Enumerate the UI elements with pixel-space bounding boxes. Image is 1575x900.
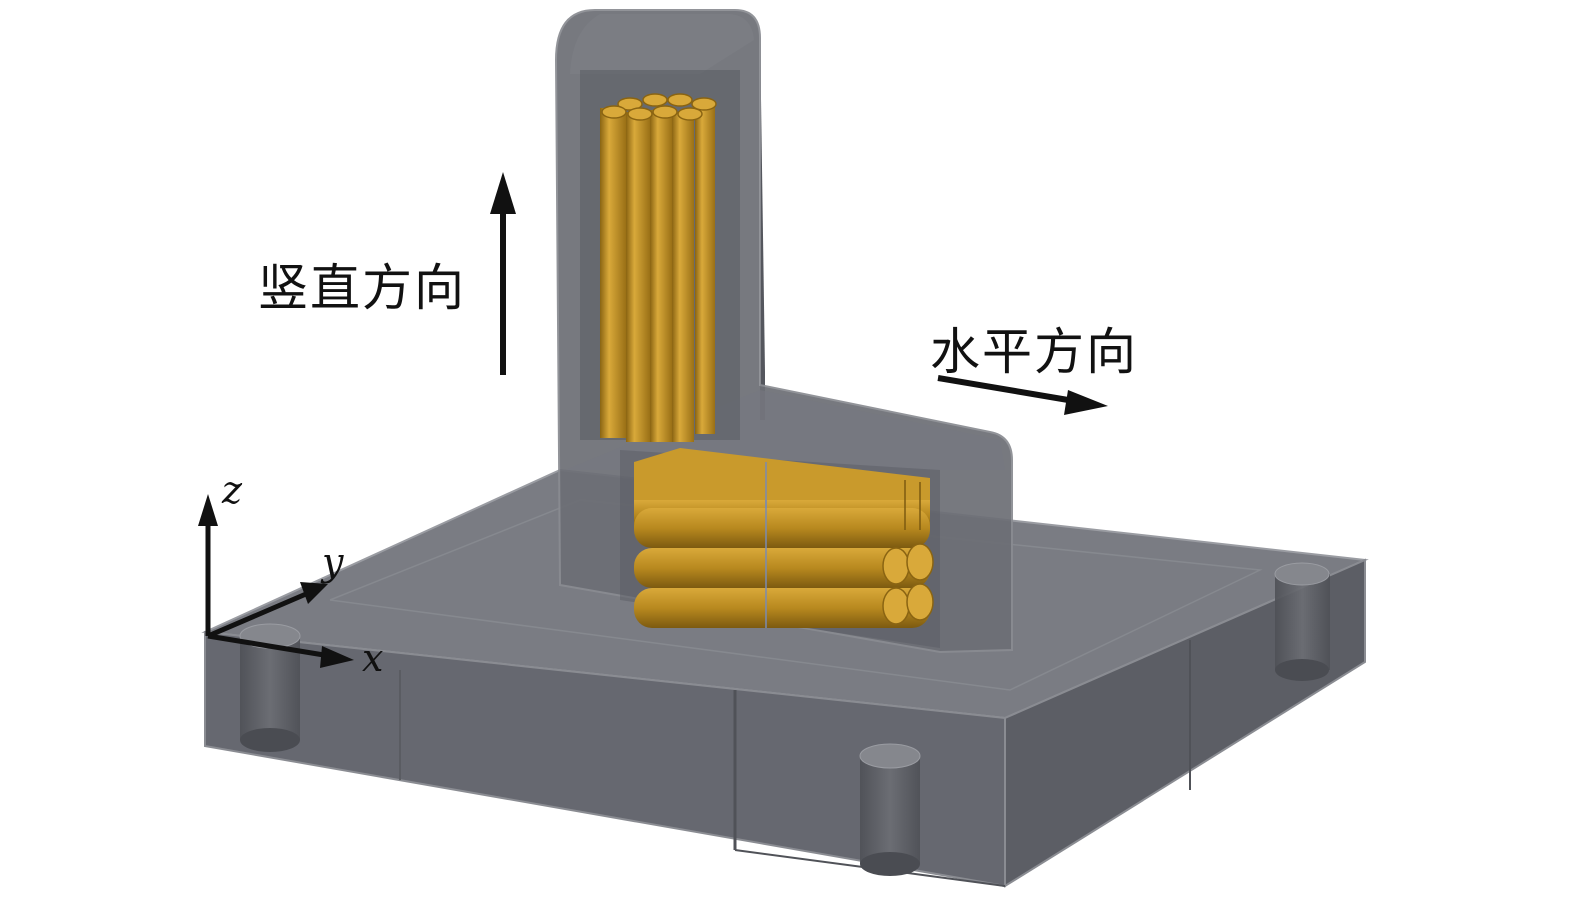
axis-label-y: y <box>322 540 344 584</box>
corner-post-left <box>239 623 301 752</box>
arrow-right-icon <box>937 375 1108 415</box>
horizontal-rod-bundle <box>634 448 934 628</box>
horizontal-rod <box>634 548 930 588</box>
corner-post-front <box>859 743 921 876</box>
axes-icon <box>198 494 354 668</box>
axis-label-z: z <box>222 468 243 512</box>
arrow-up-icon <box>490 172 516 375</box>
horizontal-direction-label: 水平方向 <box>930 323 1138 381</box>
vertical-rod <box>600 108 626 438</box>
vertical-rod <box>672 112 694 442</box>
axis-label-x: x <box>362 636 384 680</box>
vertical-rod <box>650 110 672 442</box>
vertical-rod-bundle <box>600 93 717 442</box>
corner-post-right <box>1274 562 1330 681</box>
vertical-rod <box>695 104 715 434</box>
horizontal-rod <box>634 508 930 548</box>
horizontal-rod <box>634 588 930 628</box>
vertical-rod <box>626 112 650 442</box>
vertical-direction-label: 竖直方向 <box>258 259 466 317</box>
